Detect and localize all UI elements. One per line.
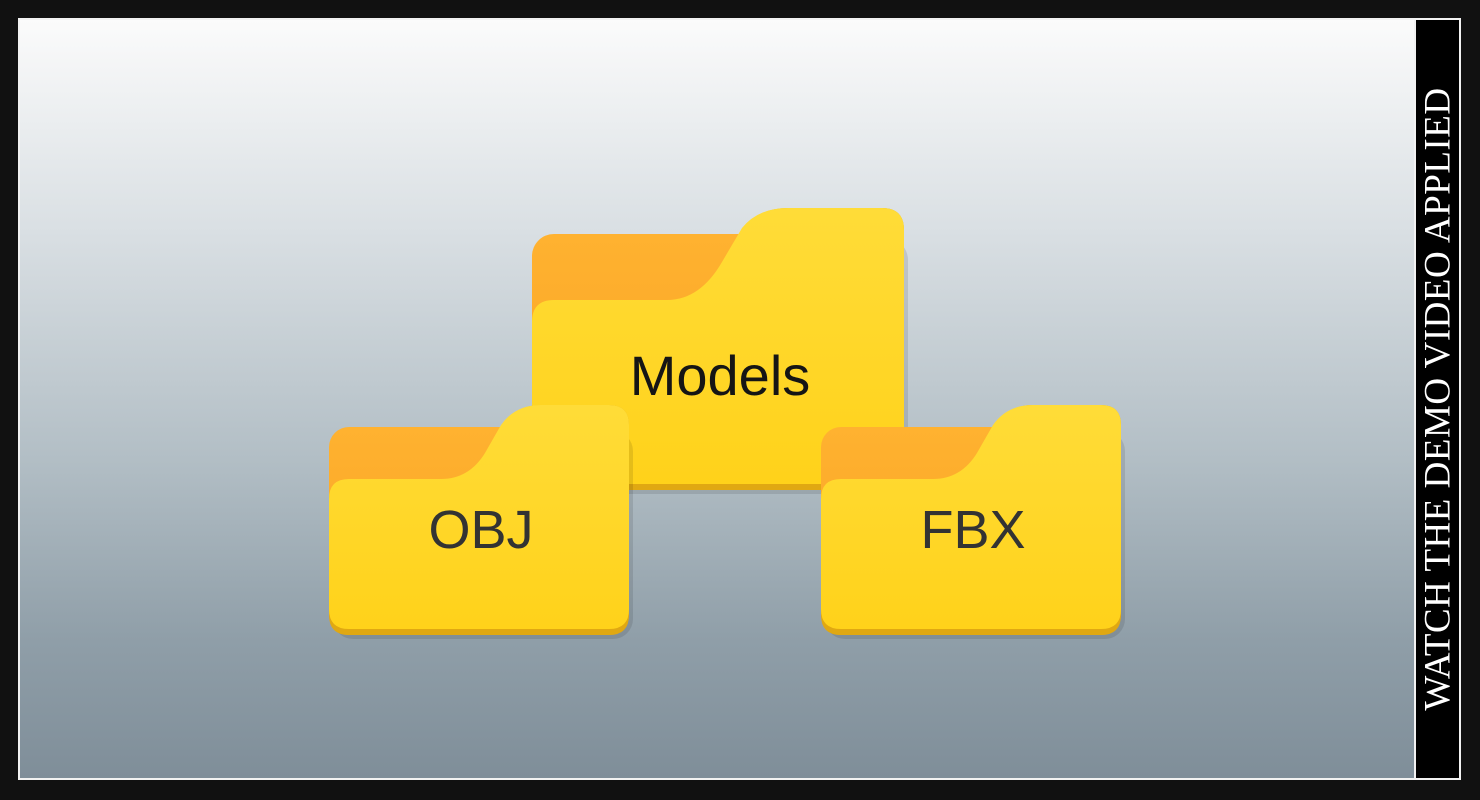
banner-text: WATCH THE DEMO VIDEO APPLIED [1417,87,1458,711]
folder-icon [329,405,633,639]
folder-label-obj: OBJ [428,500,534,560]
folder-label-fbx: FBX [920,500,1026,560]
folder-fbx[interactable]: FBX [821,405,1125,639]
demo-video-banner[interactable]: WATCH THE DEMO VIDEO APPLIED [1414,20,1459,778]
screen-frame: Models OBJ [18,18,1461,780]
folder-label-models: Models [629,344,811,407]
folder-icon [821,405,1125,639]
folder-obj[interactable]: OBJ [329,405,633,639]
gradient-canvas: Models OBJ [20,20,1414,778]
